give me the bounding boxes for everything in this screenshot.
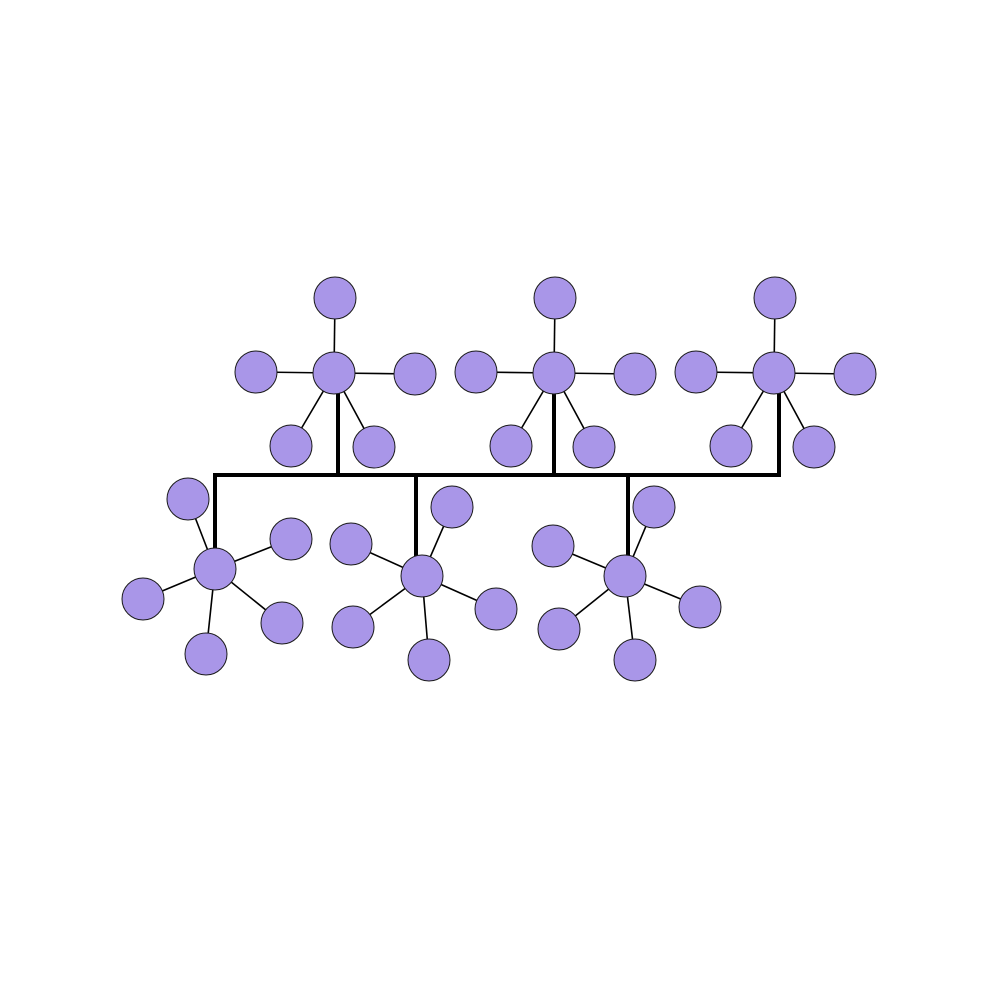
hub-top-right-leaf-node-1 bbox=[753, 276, 797, 320]
hub-top-right-leaf-node-5 bbox=[792, 425, 836, 469]
bus-backbone bbox=[213, 392, 781, 558]
hub-top-middle-leaf-node-2 bbox=[454, 350, 498, 394]
hub-top-left-leaf-node-5 bbox=[352, 425, 396, 469]
hub-top-left-node bbox=[312, 351, 356, 395]
hub-bottom-middle-leaf-node-4 bbox=[331, 605, 375, 649]
hub-top-right-node bbox=[752, 351, 796, 395]
hub-top-middle-node bbox=[532, 351, 576, 395]
hub-top-right-leaf-node-3 bbox=[833, 352, 877, 396]
hub-top-middle-leaf-node-4 bbox=[489, 424, 533, 468]
hub-bottom-left-leaf-node-4 bbox=[260, 601, 304, 645]
hub-bottom-right-leaf-node-1 bbox=[632, 485, 676, 529]
hub-top-middle-leaf-node-5 bbox=[572, 425, 616, 469]
hub-bottom-middle-leaf-node-3 bbox=[474, 587, 518, 631]
hub-top-right-leaf-node-4 bbox=[709, 424, 753, 468]
hub-bottom-right-leaf-node-3 bbox=[678, 585, 722, 629]
hub-bottom-middle-leaf-node-1 bbox=[430, 485, 474, 529]
hub-top-middle-leaf-node-3 bbox=[613, 352, 657, 396]
nodes bbox=[121, 276, 877, 682]
hub-bottom-right-leaf-node-4 bbox=[537, 607, 581, 651]
hub-top-left-leaf-node-4 bbox=[269, 424, 313, 468]
hub-bottom-left-node bbox=[193, 547, 237, 591]
hub-bottom-right-leaf-node-2 bbox=[531, 524, 575, 568]
hub-top-left-leaf-node-2 bbox=[234, 350, 278, 394]
hub-top-left-leaf-node-3 bbox=[393, 352, 437, 396]
hub-bottom-left-leaf-node-3 bbox=[121, 577, 165, 621]
hub-bottom-left-leaf-node-2 bbox=[269, 517, 313, 561]
hub-bottom-middle-leaf-node-2 bbox=[329, 522, 373, 566]
hub-top-left-leaf-node-1 bbox=[313, 276, 357, 320]
hub-bottom-right-leaf-node-5 bbox=[613, 638, 657, 682]
hub-top-middle-leaf-node-1 bbox=[533, 276, 577, 320]
hub-bottom-middle-leaf-node-5 bbox=[407, 638, 451, 682]
hub-bottom-middle-node bbox=[400, 554, 444, 598]
hub-bottom-right-node bbox=[603, 554, 647, 598]
hub-top-right-leaf-node-2 bbox=[674, 350, 718, 394]
hub-bottom-left-leaf-node-5 bbox=[184, 632, 228, 676]
hub-bottom-left-leaf-node-1 bbox=[166, 477, 210, 521]
